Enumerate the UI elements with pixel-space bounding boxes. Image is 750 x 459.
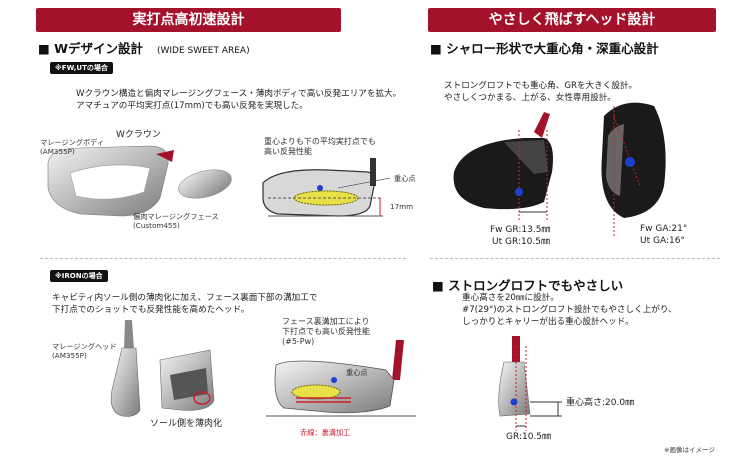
w-design-heading: ■ Wデザイン設計 (WIDE SWEET AREA): [38, 38, 250, 57]
iron-cg-height-illustration: [498, 336, 562, 431]
w-crown-illustration: [47, 145, 232, 217]
shallow-body-1: ストロングロフトでも重心角、GRを大きく設計。: [444, 81, 638, 91]
iron-body-1: キャビティ内ソール側の薄肉化に加え、フェース裏面下部の溝加工で: [52, 293, 318, 303]
strong-body-3: しっかりとキャリーが出る重心設計ヘッド。: [462, 317, 634, 327]
callout-cg-text: 重心よりも下の平均実打点でも 高い反発性能: [264, 137, 376, 156]
label-cg-point: 重心点: [394, 174, 416, 183]
cg-height-label: 重心高さ:20.0㎜: [566, 398, 635, 408]
w-design-heading-text: ■ Wデザイン設計: [38, 41, 143, 56]
legend-red-groove: 赤線：裏溝加工: [300, 428, 351, 437]
left-divider: [40, 258, 406, 259]
iron-cg-label: 重心点: [346, 368, 368, 377]
label-sole-thin: ソール側を薄肉化: [150, 419, 223, 429]
right-divider: [430, 258, 720, 259]
fw-ut-tag: ※FW,UTの場合: [50, 62, 113, 74]
w-design-body-2: アマチュアの平均実打点(17mm)でも高い反発を実現した。: [76, 101, 308, 111]
strong-body-1: 重心高さを20㎜に設計。: [462, 293, 559, 303]
label-maraging-body: マレージングボディ (AM355P): [40, 138, 105, 156]
strong-loft-heading: ■ ストロングロフトでもやさしい: [432, 278, 624, 293]
iron-face-illustration: [266, 340, 416, 417]
fw-head-face-illustration: [601, 102, 666, 236]
iron-body-2: 下打点でのショットでも反発性能を高めたヘッド。: [52, 305, 250, 315]
fw-head-top-illustration: [453, 112, 553, 220]
ut-ga-label: Ut GA:16°: [640, 236, 685, 246]
cross-section-illustration: [262, 158, 391, 217]
w-design-body-1: Wクラウン構造と偏肉マレージングフェース・薄肉ボディで高い反発エリアを拡大。: [76, 89, 402, 99]
iron-callout: フェース裏溝加工により 下打点でも高い反発性能 (#5-Pw): [282, 317, 370, 346]
shallow-body-2: やさしくつかまる、上がる、女性専用設計。: [444, 93, 616, 103]
right-banner: やさしく飛ばすヘッド設計: [428, 8, 716, 32]
dim-17mm: 17mm: [390, 202, 414, 211]
iron-back-illustration: [110, 320, 215, 417]
w-design-heading-sub: (WIDE SWEET AREA): [156, 46, 250, 56]
shallow-heading: ■ シャロー形状で大重心角・深重心設計: [430, 41, 659, 56]
label-face: 偏肉マレージングフェース (Custom455): [133, 212, 219, 230]
iron-tag: ※IRONの場合: [50, 270, 108, 282]
fw-ga-label: Fw GA:21°: [640, 224, 688, 234]
label-maraging-head: マレージングヘッド (AM355P): [52, 342, 117, 360]
gr-10-5-label: GR:10.5㎜: [506, 432, 552, 442]
fw-gr-label: Fw GR:13.5㎜: [490, 225, 551, 235]
footnote: ※画像はイメージ: [664, 446, 715, 454]
left-banner: 実打点高初速設計: [36, 8, 341, 32]
label-w-crown: Wクラウン: [116, 130, 161, 140]
strong-body-2: #7(29°)のストロングロフト設計でもやさしく上がり、: [462, 305, 677, 315]
ut-gr-label: Ut GR:10.5㎜: [492, 237, 550, 247]
